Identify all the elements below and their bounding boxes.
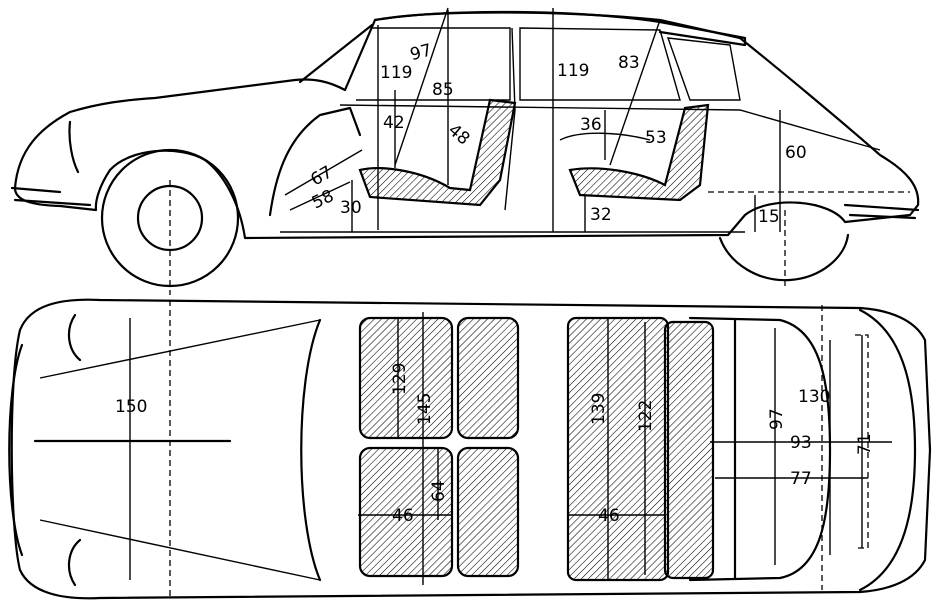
- label-32: 32: [590, 205, 612, 225]
- label-150: 150: [115, 397, 147, 417]
- label-77: 77: [790, 469, 812, 489]
- top-front-seat-left-top: [358, 316, 454, 440]
- label-85: 85: [432, 80, 454, 100]
- label-42: 42: [383, 113, 405, 133]
- top-front-seat-right-top: [456, 316, 520, 440]
- side-front-seat: [358, 98, 517, 207]
- side-rear-seat-back: [559, 132, 651, 141]
- top-hood: [39, 319, 321, 581]
- label-64: 64: [429, 480, 449, 502]
- top-body-outline: [10, 298, 932, 600]
- label-83: 83: [618, 53, 640, 73]
- label-97-top: 97: [767, 408, 787, 430]
- label-67: 67: [307, 162, 336, 190]
- label-145: 145: [415, 393, 435, 425]
- side-front-bumper: [10, 186, 92, 207]
- dim-line-58: [289, 181, 351, 211]
- top-front-bumper: [8, 343, 24, 557]
- label-36: 36: [580, 115, 602, 135]
- side-headlight: [68, 120, 80, 174]
- top-rear-bench-back: [663, 320, 715, 580]
- label-30: 30: [340, 198, 362, 218]
- top-front-seat-left-bottom: [358, 446, 454, 578]
- label-139: 139: [589, 393, 609, 425]
- side-b-pillar: [504, 27, 516, 211]
- side-quarter-window: [666, 37, 741, 101]
- label-60: 60: [785, 143, 807, 163]
- top-rear-deck: [733, 308, 917, 592]
- label-53: 53: [645, 128, 667, 148]
- top-front-seat-right-bottom: [456, 446, 520, 578]
- side-firewall: [268, 106, 362, 217]
- top-view: 150 129 145 64 46 139 122 46 97 130 93 7…: [8, 298, 932, 600]
- label-130: 130: [798, 387, 830, 407]
- label-71: 71: [855, 433, 875, 455]
- top-windshield: [300, 318, 322, 582]
- label-93: 93: [790, 433, 812, 453]
- side-body-outline: [13, 11, 920, 240]
- side-view: 119 97 85 119 83 42 48 36 53 60 15 67 58…: [10, 7, 920, 295]
- label-15: 15: [758, 207, 780, 227]
- label-122: 122: [636, 400, 656, 432]
- dim-line-83: [609, 19, 661, 166]
- label-46-rear: 46: [598, 506, 620, 526]
- side-rear-window: [519, 27, 681, 101]
- label-119-center: 119: [557, 61, 589, 81]
- side-beltline: [339, 104, 881, 151]
- side-rear-wheel: [718, 233, 850, 282]
- side-windshield: [298, 23, 374, 84]
- label-119-front: 119: [380, 63, 412, 83]
- label-129: 129: [390, 363, 410, 395]
- dim-line-67: [284, 149, 363, 196]
- side-rear-seat: [568, 103, 710, 202]
- top-rear-bench: [566, 316, 670, 582]
- side-rear-bumper: [843, 203, 920, 220]
- top-front-lights: [67, 313, 82, 587]
- dim-line-97: [394, 7, 449, 166]
- label-46-front: 46: [392, 506, 414, 526]
